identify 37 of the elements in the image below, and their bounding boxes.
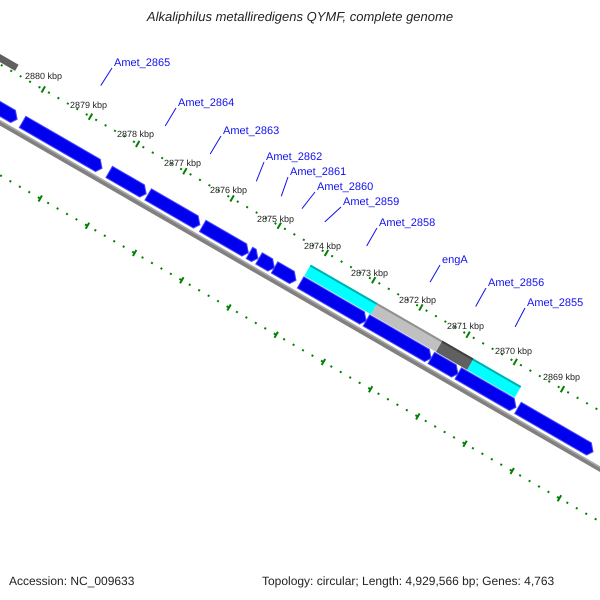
leader-line xyxy=(430,264,440,283)
leader-line xyxy=(301,192,316,210)
leader-line xyxy=(366,228,378,246)
leader-line xyxy=(256,162,264,182)
scale-label: 2879 kbp xyxy=(70,100,108,110)
scale-label: 2869 kbp xyxy=(543,372,580,382)
leader-line xyxy=(164,108,176,126)
gene-label: Amet_2858 xyxy=(379,217,436,229)
scale-label: 2880 kbp xyxy=(25,71,62,81)
gene-label: Amet_2855 xyxy=(527,297,584,309)
leader-line xyxy=(280,176,288,197)
scale-label: 2876 kbp xyxy=(210,185,248,195)
gene-label: Amet_2865 xyxy=(114,57,170,69)
gene-label: Amet_2859 xyxy=(343,196,400,208)
scale-label: 2878 kbp xyxy=(117,129,154,139)
scale-label: 2875 kbp xyxy=(257,214,294,224)
gene-label: Amet_2860 xyxy=(317,181,374,193)
gene-label: engA xyxy=(442,254,468,266)
footer-text: Topology: circular; Length: 4,929,566 bp; Genes: 4,763 xyxy=(262,574,554,588)
leader-line xyxy=(210,136,222,154)
title: Alkaliphilus metalliredigens QYMF, complete genome xyxy=(145,9,454,24)
scale-label: 2871 kbp xyxy=(447,321,484,331)
leader-line xyxy=(514,308,526,328)
leader-line xyxy=(475,288,486,307)
gene-label: Amet_2856 xyxy=(488,277,544,289)
scale-label: 2877 kbp xyxy=(164,158,202,168)
leader-line xyxy=(100,68,112,86)
scale-label: 2872 kbp xyxy=(399,295,436,305)
gene-label: Amet_2864 xyxy=(178,97,234,109)
leader-line xyxy=(324,206,342,222)
scale-label: 2870 kbp xyxy=(495,346,532,356)
gene-label: Amet_2861 xyxy=(290,166,346,178)
gene-label: Amet_2862 xyxy=(266,151,322,163)
footer-text: Accession: NC_009633 xyxy=(9,574,134,588)
scale-label: 2874 kbp xyxy=(304,241,342,251)
scale-label: 2873 kbp xyxy=(351,268,388,278)
gene-label: Amet_2863 xyxy=(223,125,280,137)
